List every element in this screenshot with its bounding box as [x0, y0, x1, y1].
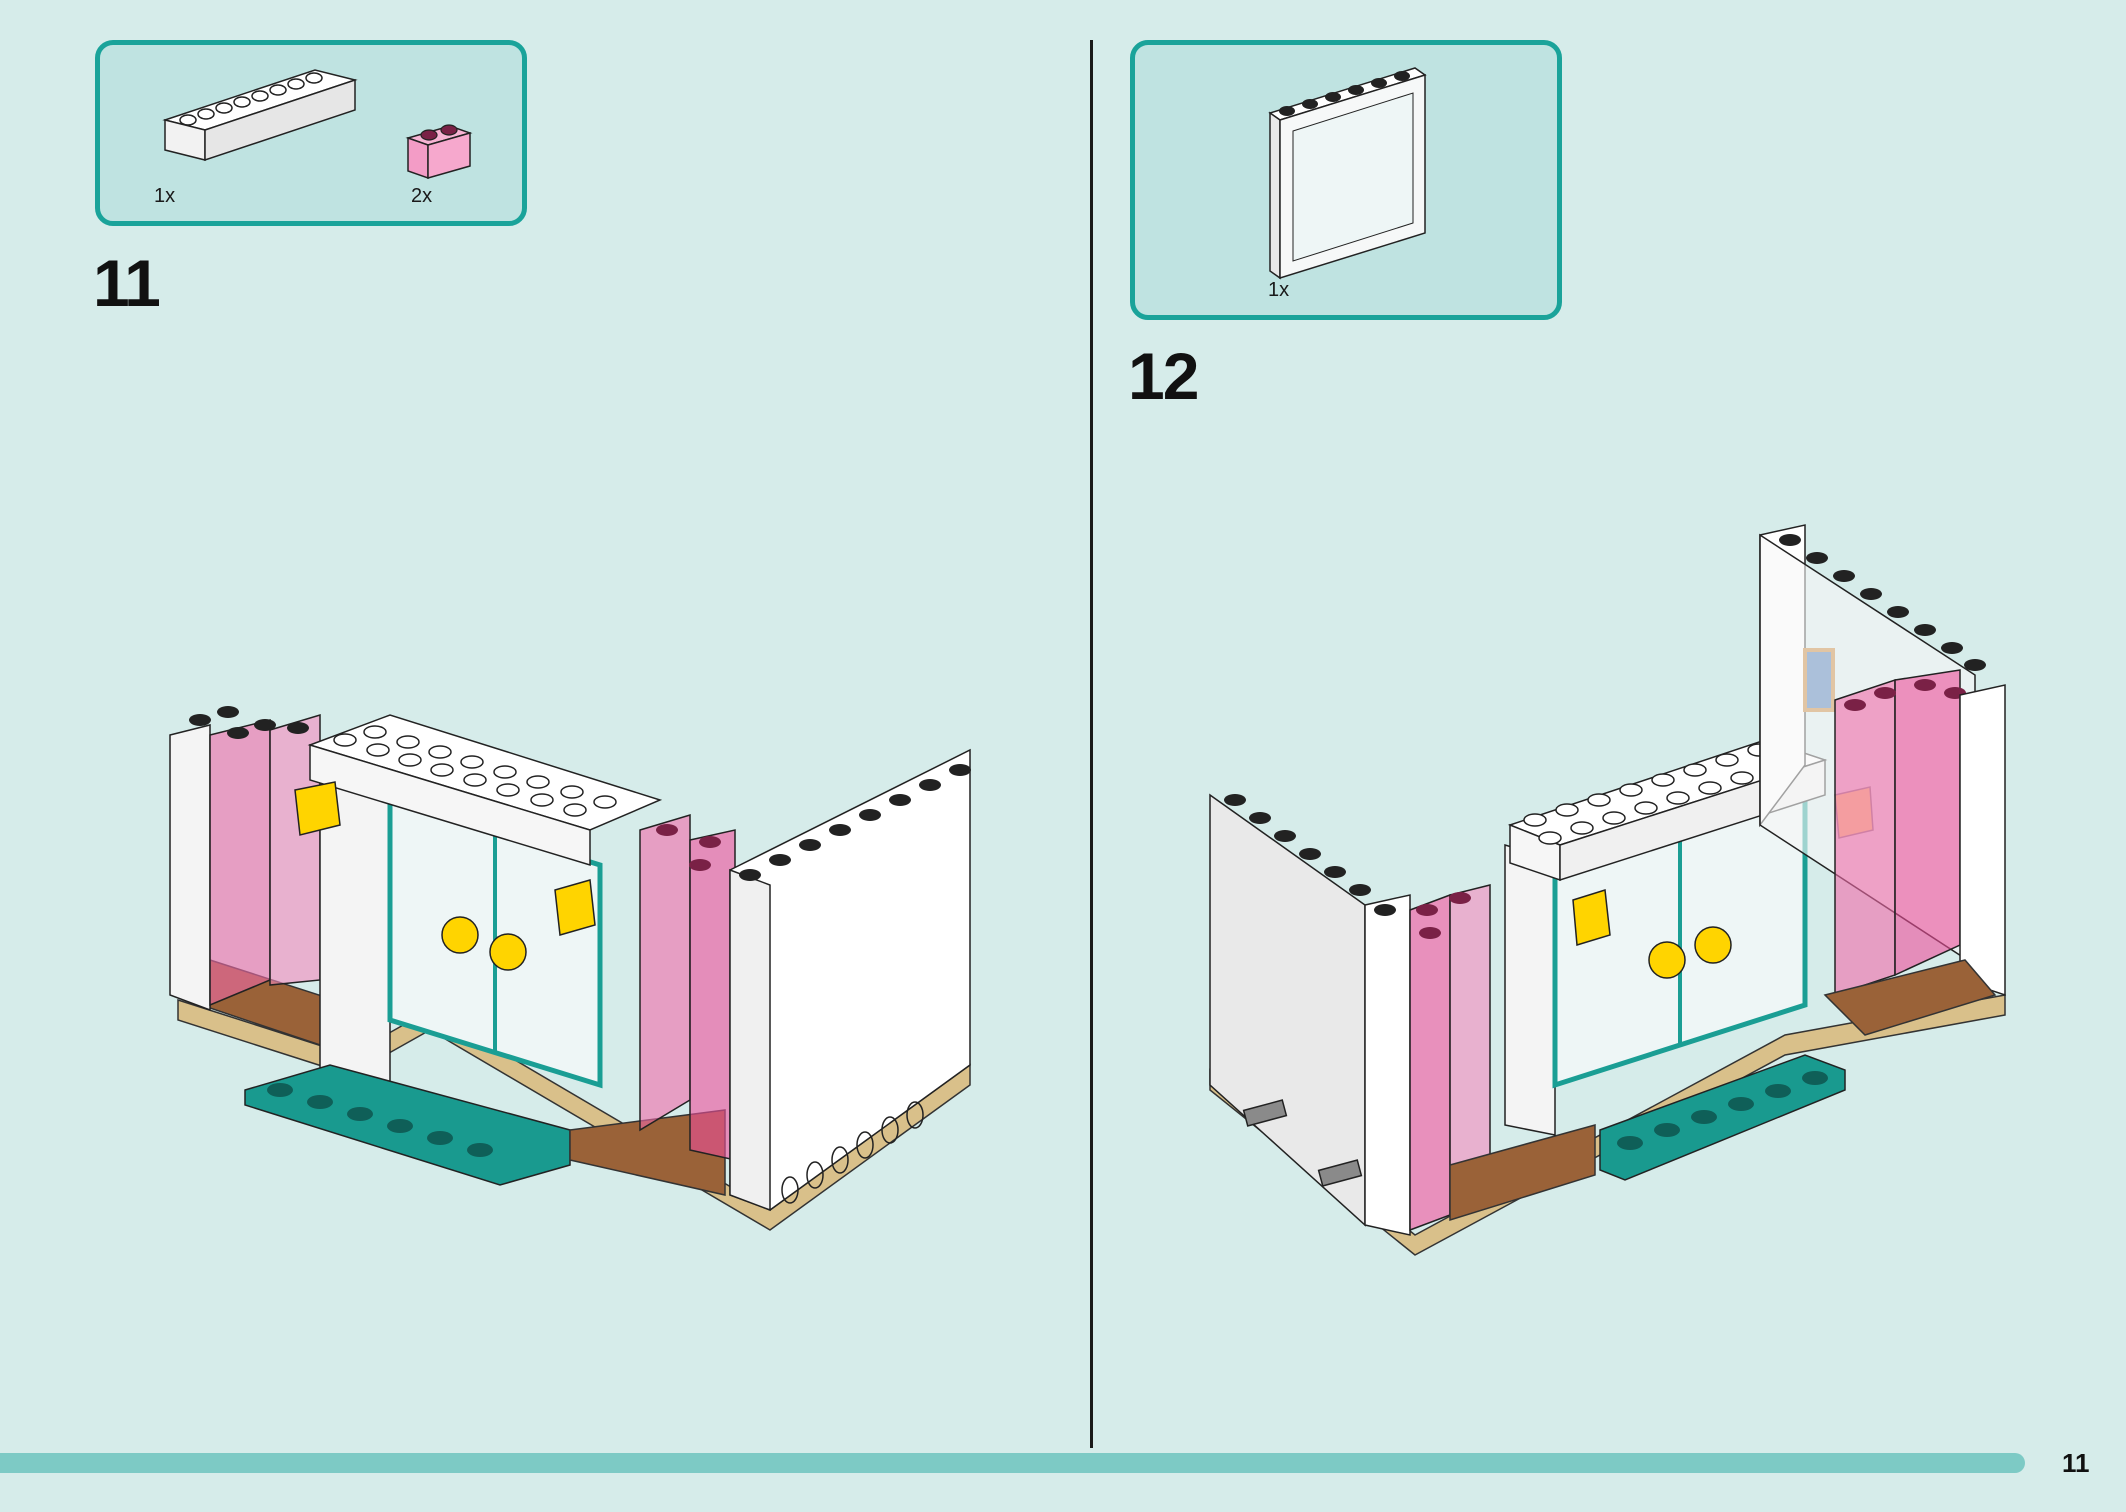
door-knob	[1648, 941, 1686, 979]
wall-left-edge	[1364, 894, 1411, 1236]
wall-left-column	[169, 724, 211, 1012]
studs	[189, 706, 309, 739]
trans-pink-column	[689, 829, 736, 1161]
studs	[333, 725, 617, 817]
studs	[267, 1083, 493, 1157]
studs	[1617, 1071, 1828, 1150]
wall-left-panel	[1209, 793, 1366, 1227]
part-qty-label: 1x	[1268, 279, 1290, 301]
technic-pin	[1317, 1159, 1363, 1187]
door-knob	[1694, 926, 1732, 964]
part-qty-label: 2x	[411, 185, 433, 207]
brick-brown	[569, 1109, 726, 1196]
trans-pink-column	[1834, 678, 1896, 997]
wall-right-edge	[729, 868, 771, 1212]
panel-1x6x5-white-icon	[1268, 67, 1427, 280]
page-footer-bar	[0, 1453, 2025, 1473]
step-12-model-illustration	[1209, 524, 2006, 1256]
trans-pink-column	[209, 719, 271, 1007]
step-12-parts-callout: 1x	[1130, 40, 1562, 320]
studs	[656, 824, 721, 871]
studs	[1779, 534, 1986, 671]
trans-pink-column	[1894, 669, 1961, 977]
lintel-brick	[309, 743, 591, 867]
brick-brown	[1449, 1124, 1596, 1222]
technic-pin	[1242, 1099, 1288, 1127]
step-number: 12	[1128, 339, 1199, 413]
part-qty-label: 1x	[154, 185, 176, 207]
wall-right-edge	[1959, 684, 2006, 997]
lamp-yellow	[554, 879, 596, 936]
page-number: 11	[2062, 1448, 2090, 1478]
door-knob	[489, 933, 527, 971]
studs	[781, 1101, 924, 1204]
studs	[1224, 794, 1396, 916]
trans-pink-column	[1409, 893, 1451, 1232]
studs	[739, 764, 971, 881]
lamp-yellow	[1572, 889, 1611, 946]
step-11-parts-callout: 1x 2x	[95, 40, 527, 226]
step-11-model-illustration	[169, 706, 971, 1231]
window-frame	[1504, 843, 1556, 1136]
studs	[1844, 679, 1966, 711]
step-number: 11	[93, 246, 161, 320]
brick-1x8-white-icon	[162, 69, 358, 162]
brick-1x2-trans-pink-icon	[405, 124, 473, 180]
page-divider	[1090, 40, 1093, 1448]
door-knob	[441, 916, 479, 954]
lamp-yellow	[294, 781, 341, 836]
studs	[1523, 743, 1786, 845]
trans-pink-column	[639, 813, 691, 1132]
studs	[1416, 892, 1471, 939]
brick-brown	[1823, 959, 1997, 1036]
